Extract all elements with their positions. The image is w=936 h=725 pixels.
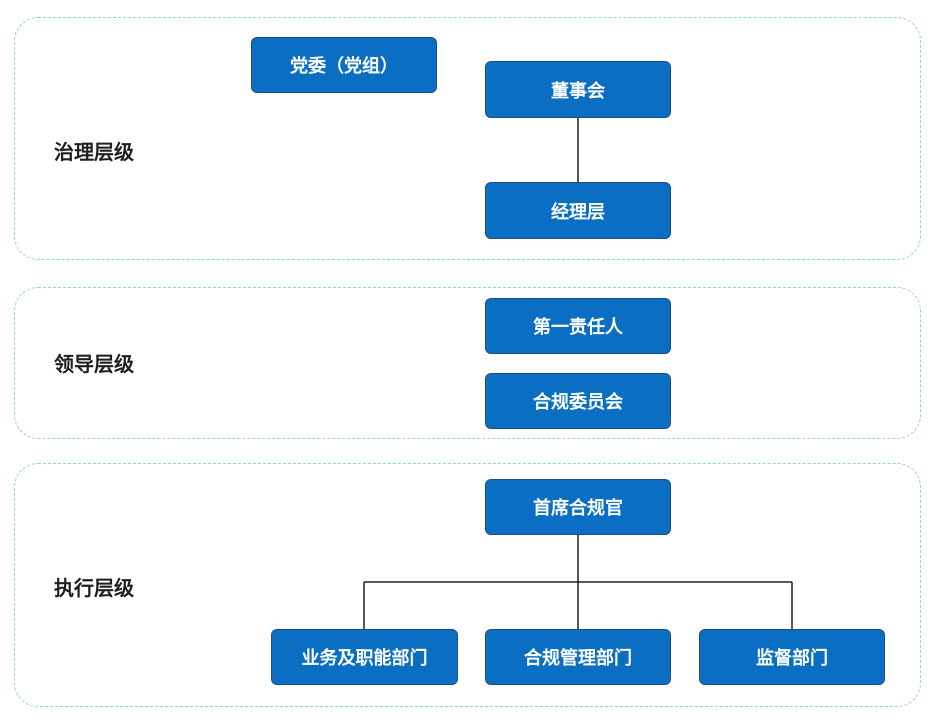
execution-tier: [14, 463, 921, 707]
compliance-committee-node: 合规委员会: [485, 373, 671, 429]
leadership-tier-label: 领导层级: [54, 352, 134, 376]
cco-node: 首席合规官: [485, 479, 671, 535]
management-node: 经理层: [485, 182, 671, 239]
supervision-node: 监督部门: [699, 629, 885, 685]
governance-tier: [14, 17, 921, 260]
party-committee-node: 党委（党组）: [251, 37, 437, 93]
first-responsible-node: 第一责任人: [485, 298, 671, 354]
board-node: 董事会: [485, 61, 671, 118]
compliance-management-node: 合规管理部门: [485, 629, 671, 685]
execution-tier-label: 执行层级: [54, 576, 134, 600]
business-functional-node: 业务及职能部门: [271, 629, 458, 685]
leadership-tier: [14, 287, 921, 439]
governance-tier-label: 治理层级: [54, 140, 134, 164]
